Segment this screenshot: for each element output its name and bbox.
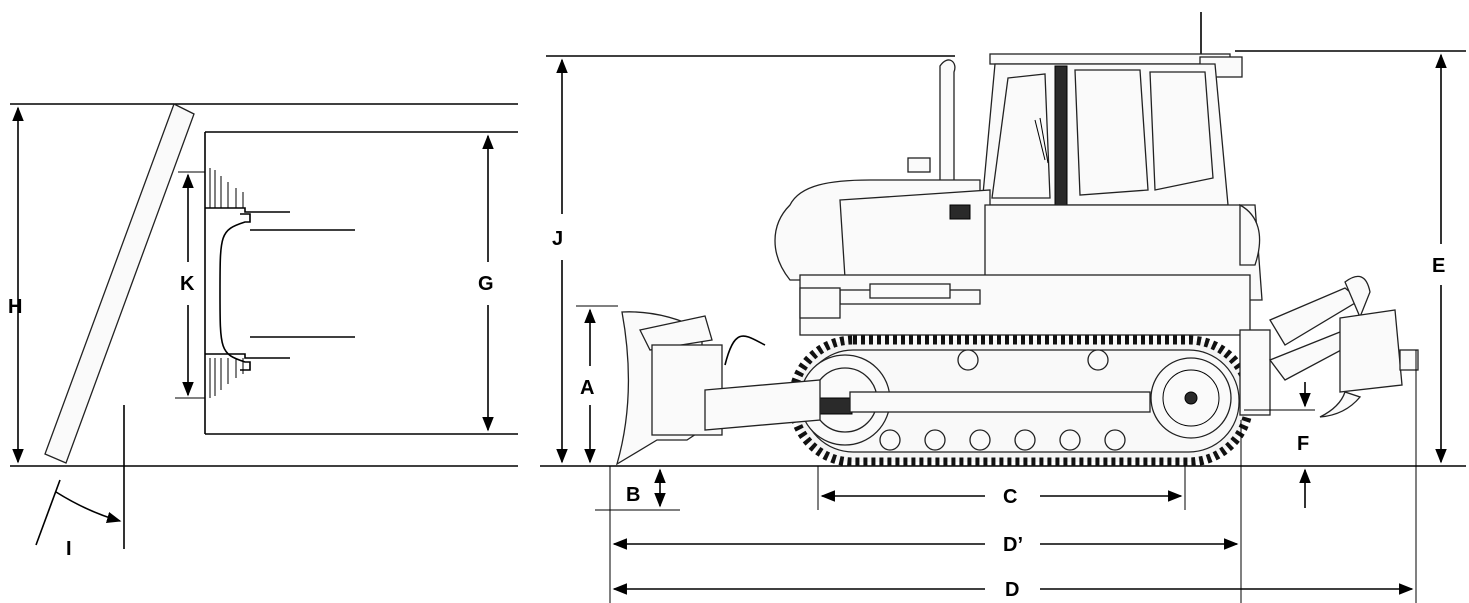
label-E: E	[1432, 255, 1445, 277]
label-D-prime: D’	[1003, 534, 1023, 556]
track	[788, 335, 1254, 467]
dimension-E: E	[1432, 53, 1447, 464]
label-F: F	[1297, 433, 1309, 455]
crawler-dozer-side-view-icon: J A B C D’	[540, 12, 1466, 603]
engine-hood	[774, 59, 991, 281]
label-I: I	[66, 538, 72, 560]
label-G: G	[478, 273, 494, 295]
dimension-A: A	[576, 305, 618, 464]
dimension-B: B	[595, 468, 680, 511]
dimension-F: F	[1244, 382, 1315, 508]
track-frame-outline	[205, 168, 355, 398]
dimension-J: J	[552, 58, 568, 464]
label-D: D	[1005, 579, 1019, 601]
blade-tilt-front-view-icon	[44, 103, 195, 464]
lift-cylinders	[799, 283, 951, 319]
blade-tilt-view: H K G I	[8, 103, 518, 560]
label-K: K	[180, 273, 195, 295]
cab	[981, 12, 1243, 303]
label-C: C	[1003, 486, 1017, 508]
label-J: J	[552, 228, 563, 250]
dimension-D-prime: D’	[609, 420, 1242, 603]
dozer-blade	[615, 311, 821, 466]
label-A: A	[580, 377, 594, 399]
dimension-C: C	[817, 466, 1186, 510]
ripper	[1239, 275, 1419, 418]
label-H: H	[8, 296, 22, 318]
label-B: B	[626, 484, 640, 506]
dimension-D: D	[612, 350, 1417, 603]
frame	[799, 274, 1251, 336]
